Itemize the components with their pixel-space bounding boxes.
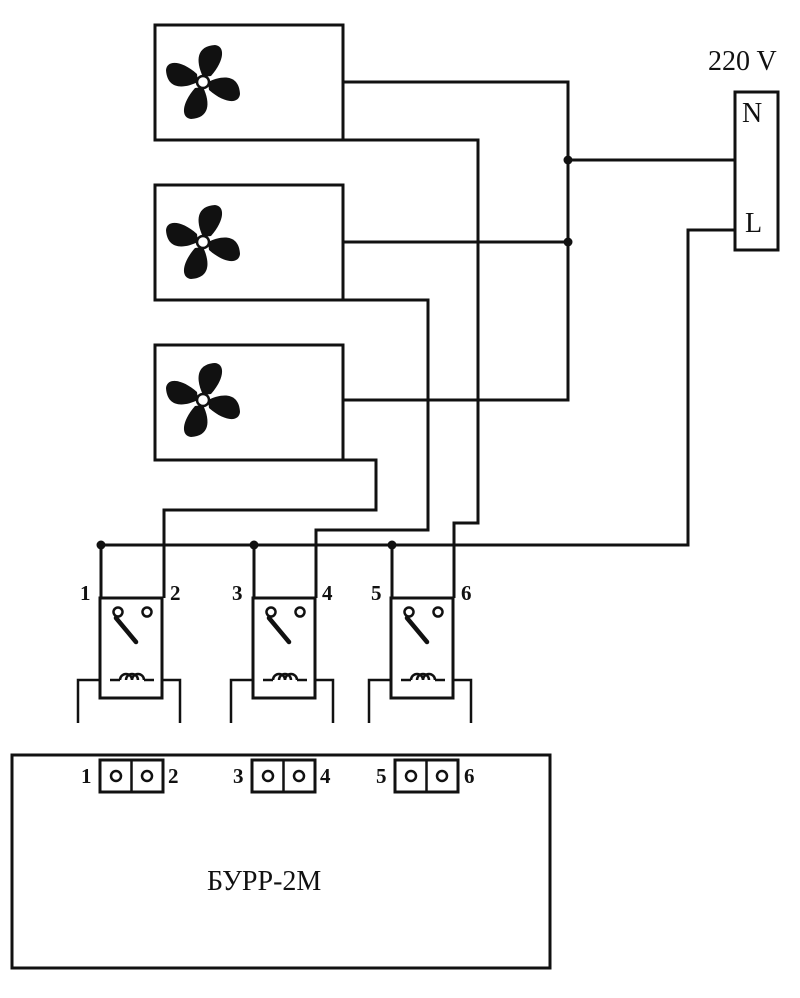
relay-switch-icon bbox=[78, 598, 180, 723]
connector-pin-left: 1 bbox=[81, 764, 92, 788]
junction-dot bbox=[249, 540, 259, 550]
terminal-n-label: N bbox=[742, 98, 762, 129]
relay-pin-left: 5 bbox=[371, 581, 382, 605]
connector-pin-left: 3 bbox=[233, 764, 244, 788]
voltage-label: 220 V bbox=[708, 46, 777, 77]
power-terminal: 220 V N L bbox=[708, 46, 780, 252]
connector-hole bbox=[109, 769, 123, 783]
connector-hole bbox=[435, 769, 449, 783]
fan-unit-3 bbox=[153, 343, 345, 462]
relay-1: 1 2 bbox=[78, 581, 181, 723]
connector-hole bbox=[292, 769, 306, 783]
terminal-l-label: L bbox=[745, 208, 762, 239]
connector-pin-left: 5 bbox=[376, 764, 387, 788]
controller-name: БУРР-2М bbox=[207, 866, 321, 897]
junction-dot bbox=[96, 540, 106, 550]
relay-switch-icon bbox=[369, 598, 471, 723]
connector-hole bbox=[261, 769, 275, 783]
wires bbox=[96, 80, 735, 598]
power-terminal-box bbox=[733, 90, 780, 252]
wire-fan2-phase bbox=[314, 298, 430, 598]
connector-hole bbox=[404, 769, 418, 783]
relay-pin-right: 6 bbox=[461, 581, 472, 605]
connector-pin-right: 6 bbox=[464, 764, 475, 788]
connector-hole bbox=[140, 769, 154, 783]
relay-switch-icon bbox=[231, 598, 333, 723]
relay-pin-right: 2 bbox=[170, 581, 181, 605]
fan-unit-1 bbox=[153, 23, 345, 142]
relay-pin-right: 4 bbox=[322, 581, 333, 605]
wire-fan1-phase bbox=[343, 138, 480, 598]
relay-2: 3 4 bbox=[231, 581, 333, 723]
connector-pin-right: 4 bbox=[320, 764, 331, 788]
controller-connector-1: 1 2 bbox=[81, 758, 179, 794]
controller-connector-2: 3 4 bbox=[233, 758, 331, 794]
wire-l-common bbox=[99, 228, 735, 598]
controller-connector-3: 5 6 bbox=[376, 758, 475, 794]
relay-pin-left: 3 bbox=[232, 581, 243, 605]
junction-dot bbox=[563, 237, 573, 247]
wire-fan3-phase bbox=[162, 458, 378, 598]
relay-pin-left: 1 bbox=[80, 581, 91, 605]
controller-unit: 1 2 3 4 5 6 БУРР-2М bbox=[10, 753, 552, 970]
junction-dot bbox=[387, 540, 397, 550]
relay-3: 5 6 bbox=[369, 581, 472, 723]
fan-unit-2 bbox=[153, 183, 345, 302]
junction-dot bbox=[563, 155, 573, 165]
connector-pin-right: 2 bbox=[168, 764, 179, 788]
